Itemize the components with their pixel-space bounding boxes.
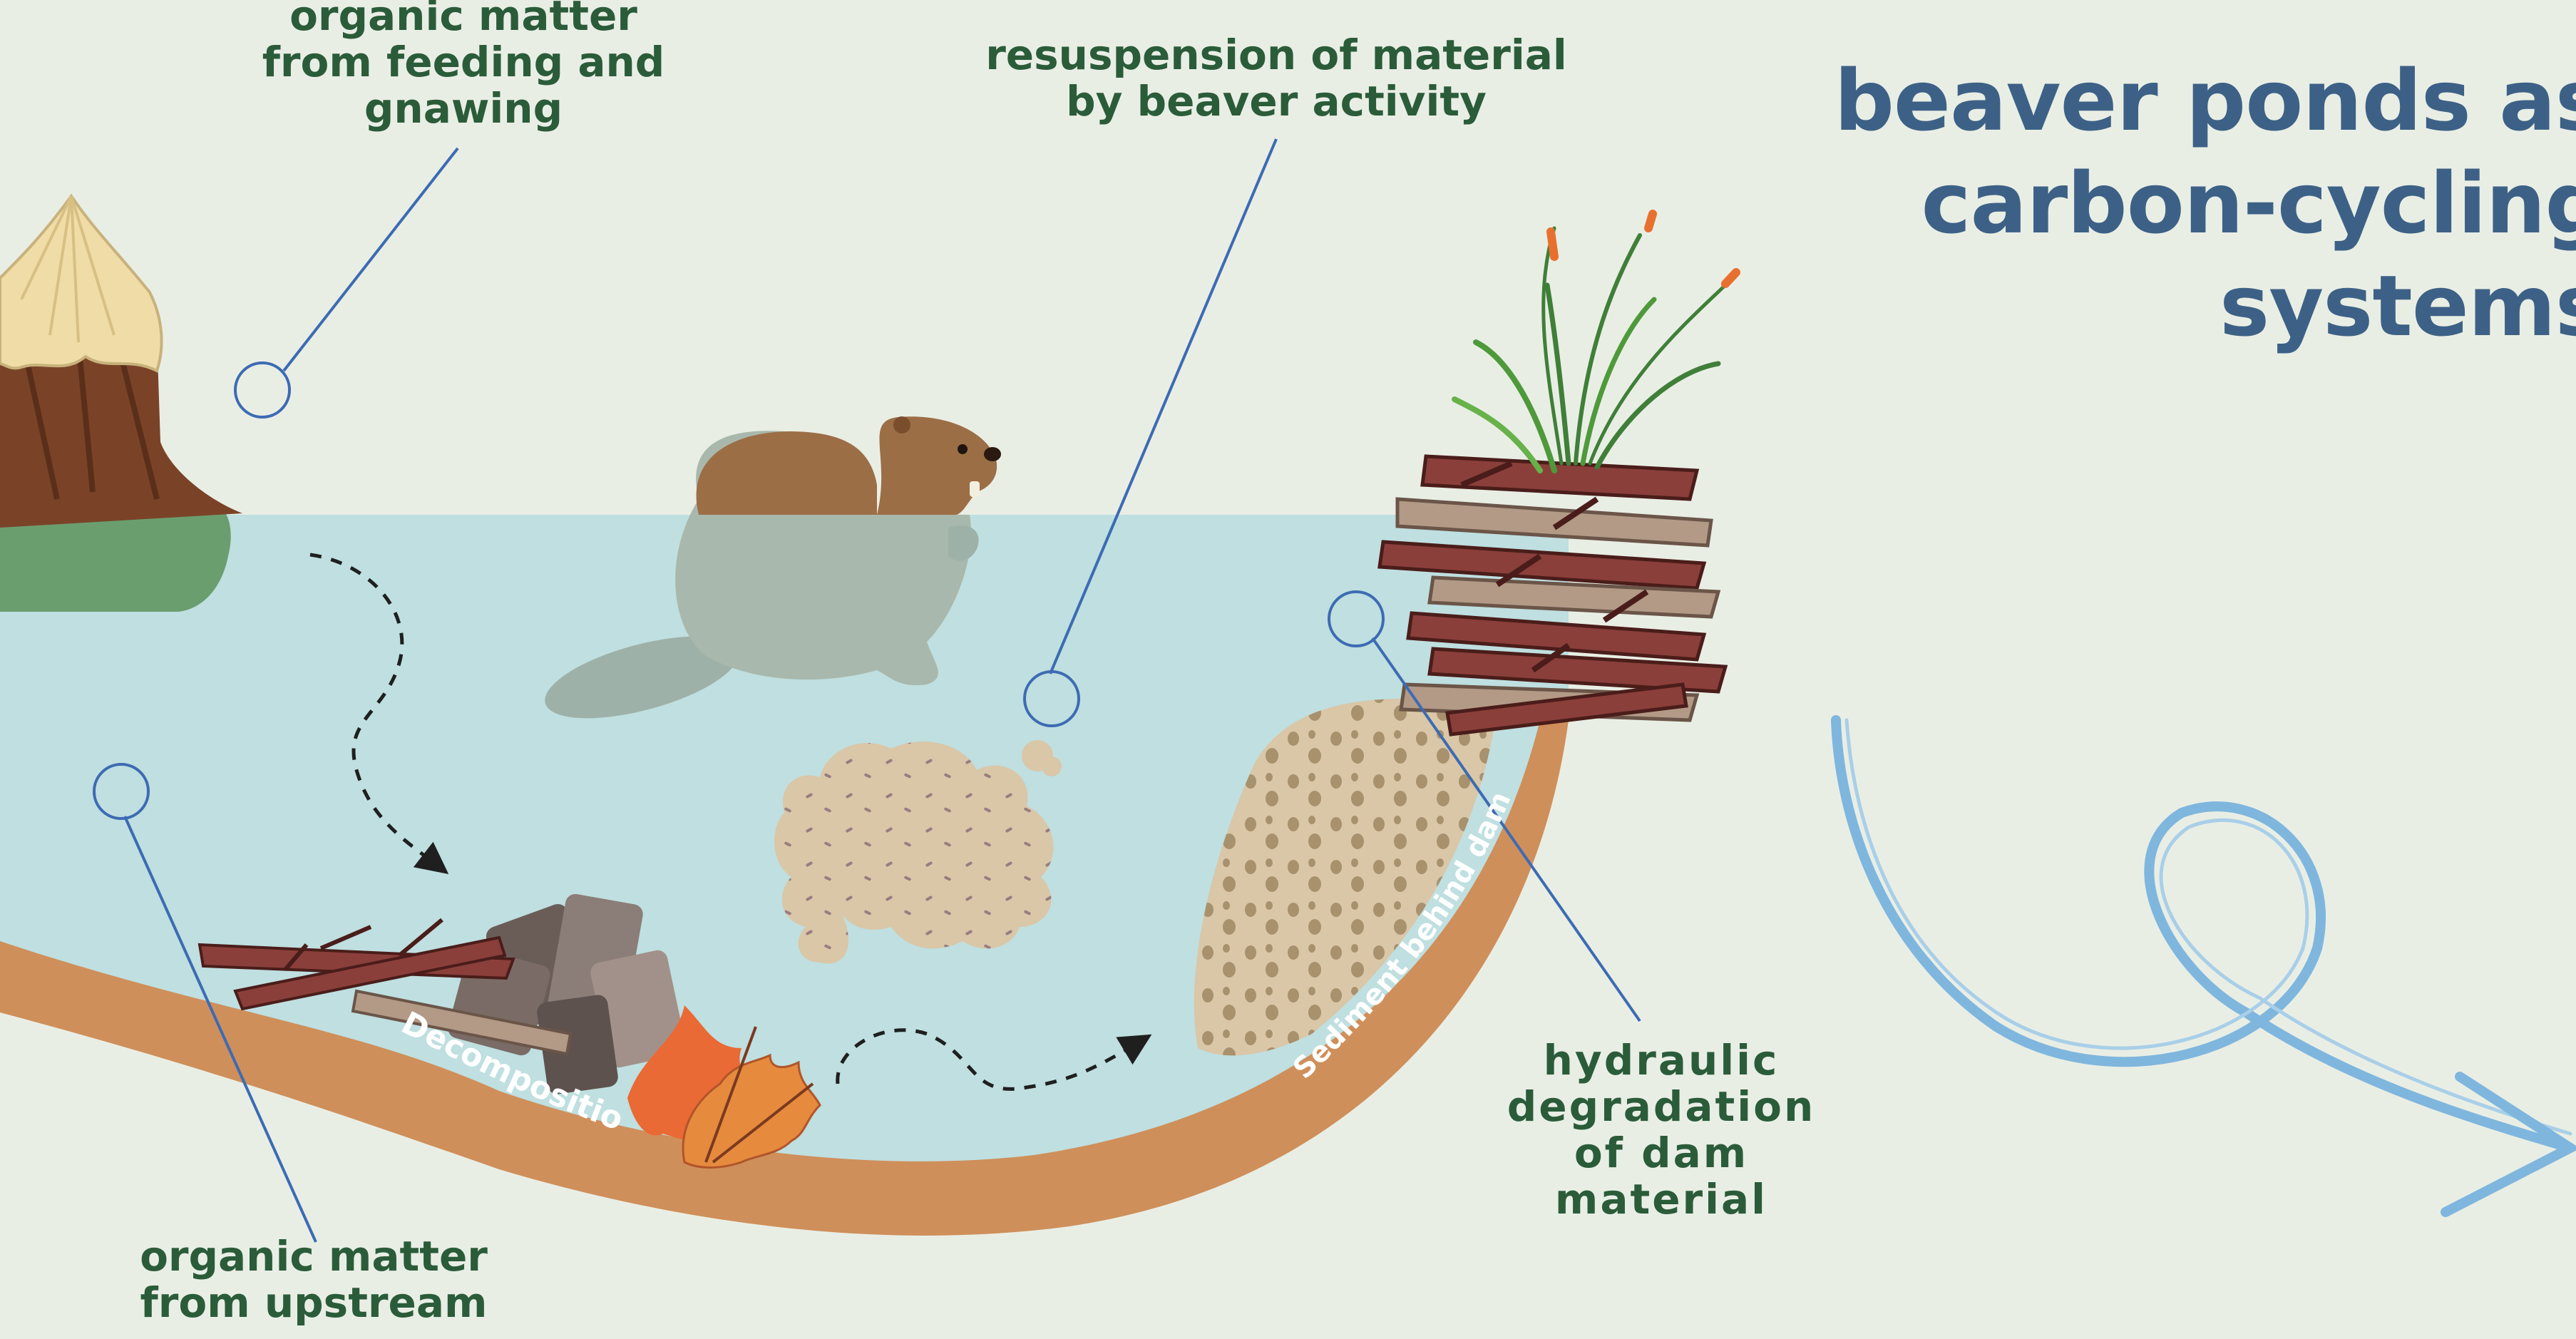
- label-feeding-line-3: gnawing: [235, 86, 692, 132]
- tree-stump-icon: [0, 196, 242, 612]
- grass-icon: [1454, 214, 1736, 471]
- title-line-1: beaver ponds as: [1834, 50, 2576, 153]
- title-line-2: carbon-cycling: [1834, 153, 2576, 255]
- title-line-3: systems: [1834, 255, 2576, 358]
- label-hydraulic: hydraulic degradation of dam material: [1483, 1037, 1839, 1223]
- label-hydraulic-line-3: of dam: [1483, 1130, 1839, 1176]
- label-resuspension-line-2: by beaver activity: [941, 78, 1611, 125]
- label-upstream-line-2: from upstream: [93, 1280, 535, 1326]
- label-feeding-line-1: organic matter: [235, 0, 692, 39]
- beaver-dam-icon: [1380, 456, 1725, 734]
- label-feeding-line-2: from feeding and: [235, 39, 692, 86]
- page-title: beaver ponds as carbon-cycling systems: [1834, 50, 2576, 358]
- label-hydraulic-line-4: material: [1483, 1176, 1839, 1223]
- label-hydraulic-line-2: degradation: [1483, 1084, 1839, 1130]
- label-feeding: organic matter from feeding and gnawing: [235, 0, 692, 132]
- label-resuspension: resuspension of material by beaver activ…: [941, 32, 1611, 125]
- label-upstream: organic matter from upstream: [93, 1233, 535, 1326]
- label-upstream-line-1: organic matter: [93, 1233, 535, 1280]
- label-resuspension-line-1: resuspension of material: [941, 32, 1611, 78]
- label-hydraulic-line-1: hydraulic: [1483, 1037, 1839, 1084]
- callout-feeding: [235, 148, 458, 417]
- loop-arrow-icon: [1836, 720, 2570, 1212]
